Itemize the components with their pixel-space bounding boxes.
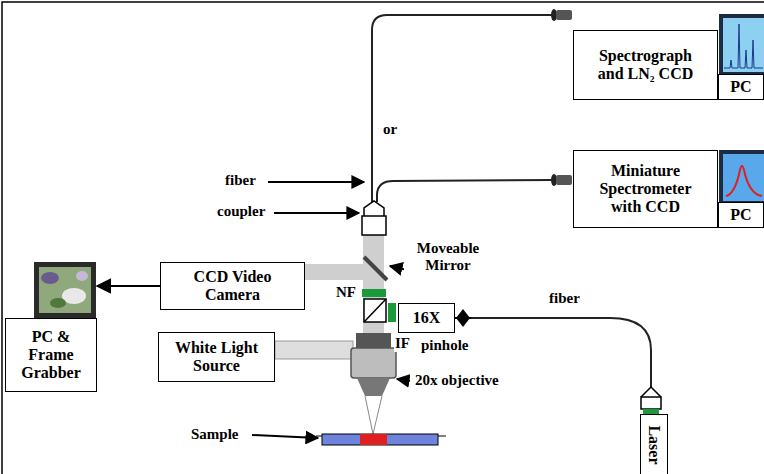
monitor-screen <box>723 18 764 72</box>
screen-image <box>76 271 88 281</box>
fiber-coupler <box>641 387 661 397</box>
spectrum-trace <box>726 166 762 196</box>
screen-image <box>41 272 59 284</box>
beam-path <box>305 264 371 280</box>
screen-image <box>50 298 66 308</box>
beam-splitter <box>364 299 386 322</box>
optical-fiber <box>377 180 553 202</box>
part-label: IF <box>394 335 411 352</box>
part-label: NF <box>335 284 357 301</box>
beam-splitter <box>364 299 386 322</box>
light-source-box: White Light Source <box>158 332 275 382</box>
monitor-screen <box>723 154 764 201</box>
node-text: Miniature Spectrometer with CCD <box>590 162 702 216</box>
spectrometer-box: Miniature Spectrometer with CCD <box>573 150 718 228</box>
monitor-frame <box>719 150 764 205</box>
leader-arrow <box>268 181 364 183</box>
notch-filter <box>362 289 386 297</box>
camera-box: CCD Video Camera <box>160 262 305 310</box>
monitor-frame <box>719 14 764 76</box>
sample-spot <box>360 434 387 445</box>
fiber-connector <box>556 10 572 20</box>
node-text: 16X <box>413 309 441 327</box>
monitor-frame <box>34 262 96 318</box>
objective-lens <box>356 333 391 348</box>
light-guide <box>275 341 353 359</box>
part-label: 20x objective <box>414 372 500 389</box>
pc-monitor: PC <box>718 14 764 100</box>
leader-arrow <box>274 212 359 214</box>
monitor-screen <box>39 267 91 313</box>
moveable-mirror <box>364 257 387 280</box>
connector-note: or <box>382 121 398 138</box>
frame-grabber-pc: PC & Frame Grabber <box>5 262 97 392</box>
part-label: pinhole <box>420 337 470 354</box>
fiber-connector <box>556 175 572 185</box>
fiber-coupler <box>641 397 661 409</box>
fiber-coupler <box>364 201 384 216</box>
part-label: fiber <box>548 290 581 307</box>
leader-arrow <box>252 435 318 438</box>
beam-expander-box: 16X <box>398 303 455 333</box>
part-label: coupler <box>216 203 266 220</box>
part-label: Sample <box>190 426 240 443</box>
node-text: Spectrograph and LN₂ CCD <box>594 47 698 83</box>
node-text: PC & Frame Grabber <box>5 318 97 392</box>
sample <box>322 434 438 445</box>
fiber-coupler <box>362 216 386 235</box>
node-text: White Light Source <box>167 339 267 375</box>
focus-cone <box>365 396 382 434</box>
part-label: fiber <box>224 172 257 189</box>
pinhole-symbol <box>456 309 470 327</box>
node-text: PC <box>718 74 764 100</box>
interference-filter <box>388 303 396 322</box>
objective-lens <box>357 378 390 396</box>
objective-lens <box>351 348 396 378</box>
laser-box: Laser <box>640 414 668 474</box>
spectrograph-box: Spectrograph and LN₂ CCD <box>573 30 718 100</box>
node-text: Laser <box>645 425 663 464</box>
leader-arrow <box>397 379 410 381</box>
part-label: Moveable Mirror <box>404 240 492 274</box>
signal-arrow <box>97 285 160 287</box>
spectrum-trace <box>724 24 763 68</box>
pc-monitor: PC <box>718 150 764 228</box>
node-text: PC <box>718 202 764 228</box>
node-text: CCD Video Camera <box>171 268 295 304</box>
optical-fiber <box>372 15 553 202</box>
